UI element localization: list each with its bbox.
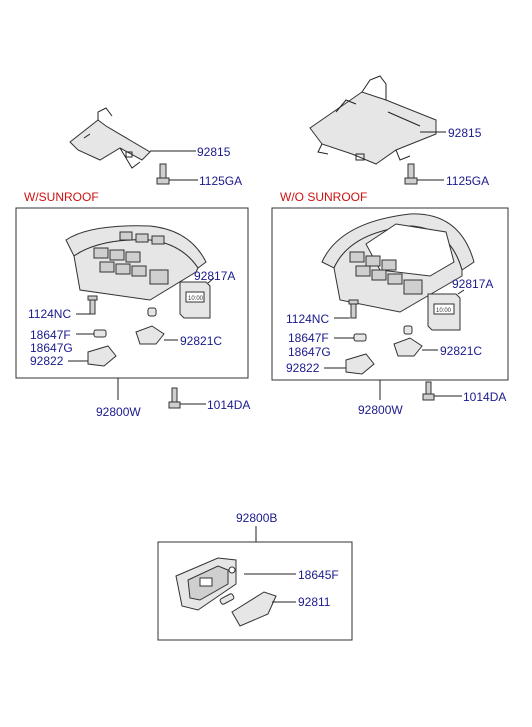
part-label-18647G[interactable]: 18647G bbox=[30, 341, 73, 355]
right-console-assembly[interactable] bbox=[321, 213, 475, 313]
left-bolt-1125GA[interactable] bbox=[156, 163, 170, 185]
part-label-1014DA[interactable]: 1014DA bbox=[463, 390, 506, 404]
part-label-92815[interactable]: 92815 bbox=[197, 145, 231, 159]
left-bolt-1014DA[interactable] bbox=[168, 387, 181, 409]
part-label-92815[interactable]: 92815 bbox=[448, 126, 482, 140]
left-section-box bbox=[15, 207, 249, 379]
left-bulb-18647F[interactable] bbox=[93, 329, 107, 338]
part-label-1014DA[interactable]: 1014DA bbox=[207, 398, 250, 412]
section-title-without-sunroof: W/O SUNROOF bbox=[280, 190, 367, 204]
right-bulb-18647F[interactable] bbox=[353, 333, 367, 342]
part-label-18647F[interactable]: 18647F bbox=[30, 328, 71, 342]
left-lens-92822[interactable] bbox=[87, 345, 117, 367]
part-label-92821C[interactable]: 92821C bbox=[180, 334, 222, 348]
clock-display-text: 10:00 bbox=[436, 308, 452, 314]
part-label-92800B[interactable]: 92800B bbox=[236, 511, 277, 525]
leader-line bbox=[457, 289, 465, 295]
left-console-assembly[interactable] bbox=[65, 225, 207, 301]
section-title-with-sunroof: W/SUNROOF bbox=[24, 190, 99, 204]
part-label-92822[interactable]: 92822 bbox=[30, 354, 64, 368]
right-bolt-1014DA[interactable] bbox=[422, 381, 435, 401]
right-section-box bbox=[271, 207, 509, 381]
part-label-1124NC[interactable]: 1124NC bbox=[286, 312, 329, 326]
part-label-92817A[interactable]: 92817A bbox=[452, 277, 493, 291]
part-label-1125GA[interactable]: 1125GA bbox=[446, 174, 489, 188]
part-label-92800W[interactable]: 92800W bbox=[358, 403, 403, 417]
part-label-92811[interactable]: 92811 bbox=[298, 595, 331, 609]
part-label-1124NC[interactable]: 1124NC bbox=[28, 307, 71, 321]
bottom-lamp-housing[interactable] bbox=[175, 557, 237, 611]
right-lens-92821C[interactable] bbox=[393, 337, 423, 357]
left-clock-92817A[interactable]: 10:00 bbox=[179, 281, 211, 319]
right-bolt-1125GA[interactable] bbox=[404, 163, 418, 185]
left-screw-1124NC[interactable] bbox=[87, 295, 98, 315]
part-label-18645F[interactable]: 18645F bbox=[298, 568, 339, 582]
part-label-92822[interactable]: 92822 bbox=[286, 361, 320, 375]
part-label-92817A[interactable]: 92817A bbox=[194, 269, 235, 283]
right-clock-92817A[interactable]: 10:00 bbox=[427, 293, 461, 331]
left-bulb-small[interactable] bbox=[147, 307, 157, 317]
left-bracket-92815[interactable] bbox=[69, 107, 151, 169]
bottom-bulb-18645F[interactable] bbox=[219, 593, 235, 605]
part-label-92821C[interactable]: 92821C bbox=[440, 344, 482, 358]
part-label-18647G[interactable]: 18647G bbox=[288, 345, 331, 359]
bottom-section-box bbox=[157, 541, 353, 641]
right-lens-92822[interactable] bbox=[345, 353, 375, 375]
right-bracket-92815[interactable] bbox=[309, 75, 437, 165]
part-label-1125GA[interactable]: 1125GA bbox=[199, 174, 242, 188]
bottom-lens-92811[interactable] bbox=[231, 591, 277, 627]
part-label-18647F[interactable]: 18647F bbox=[288, 331, 329, 345]
part-label-92800W[interactable]: 92800W bbox=[96, 405, 141, 419]
leader-line bbox=[207, 277, 215, 284]
clock-display-text: 10:00 bbox=[188, 296, 204, 302]
right-screw-1124NC[interactable] bbox=[348, 299, 359, 319]
right-bulb-small[interactable] bbox=[403, 325, 413, 335]
left-lens-92821C[interactable] bbox=[135, 325, 165, 345]
